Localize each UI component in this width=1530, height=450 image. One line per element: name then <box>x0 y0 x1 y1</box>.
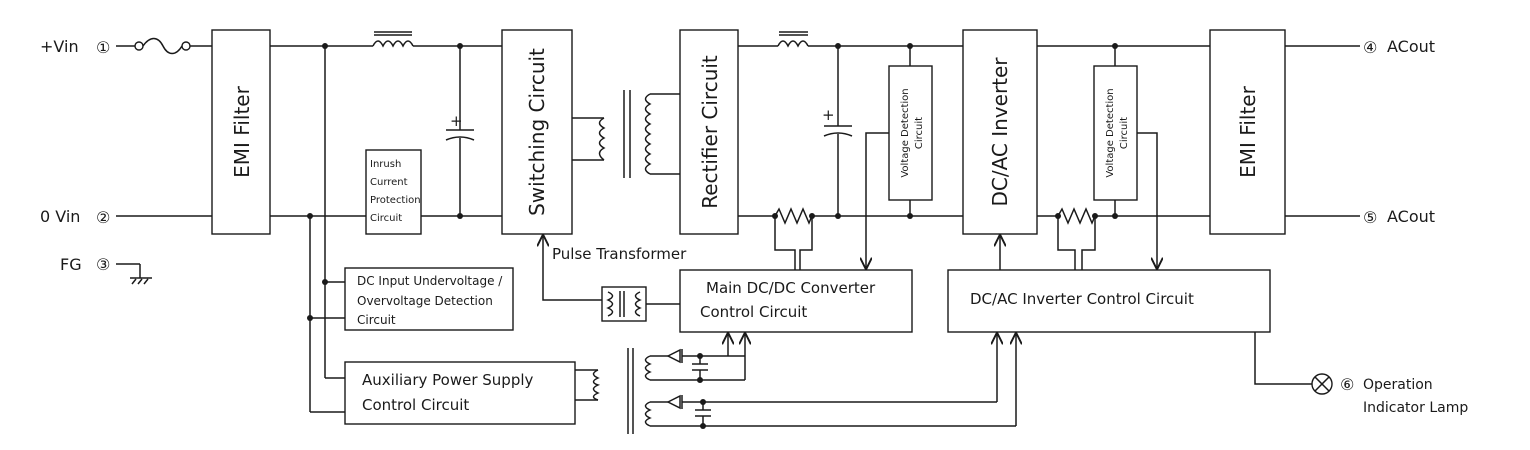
rectifier-circuit-label: Rectifier Circuit <box>698 55 722 209</box>
diode-icon <box>666 394 681 410</box>
emi-filter-output-label: EMI Filter <box>1236 85 1260 177</box>
inductor-icon <box>372 40 414 48</box>
inverter-control-block: DC/AC Inverter Control Circuit <box>947 269 1271 333</box>
fg-number: ③ <box>96 255 110 274</box>
terminal-acout-bottom: ⑤ ACout <box>1363 207 1435 227</box>
svg-text:Inrush: Inrush <box>370 159 401 170</box>
svg-text:Overvoltage Detection: Overvoltage Detection <box>357 294 493 308</box>
svg-text:Auxiliary Power Supply: Auxiliary Power Supply <box>362 371 534 389</box>
top-rail <box>116 31 1360 55</box>
lamp-label-line1: Operation <box>1363 377 1433 393</box>
emi-filter-input-block: EMI Filter <box>211 29 271 235</box>
svg-text:Circuit: Circuit <box>914 117 925 149</box>
svg-text:Current: Current <box>370 177 408 188</box>
switching-circuit-label: Switching Circuit <box>525 48 549 216</box>
output-capacitor: + <box>822 46 853 216</box>
vdet2-wiring <box>1000 43 1157 270</box>
acout-top-number: ④ <box>1363 38 1377 57</box>
vin-zero-number: ② <box>96 208 110 227</box>
transformer-primary-icon <box>598 117 606 161</box>
svg-text:DC Input Undervoltage /: DC Input Undervoltage / <box>357 274 503 288</box>
inrush-current-protection-block: Inrush Current Protection Circuit <box>365 149 422 235</box>
svg-text:+: + <box>450 112 463 130</box>
resistor-icon <box>774 207 813 225</box>
svg-text:Control Circuit: Control Circuit <box>362 396 469 414</box>
vdet1-wiring <box>772 43 913 270</box>
svg-text:+: + <box>822 106 835 124</box>
aux-transformer <box>575 334 1016 434</box>
voltage-detection-circuit-1: Voltage Detection Circuit <box>888 65 933 201</box>
operation-indicator-lamp: ⑥ Operation Indicator Lamp <box>1254 332 1468 416</box>
acout-bottom-number: ⑤ <box>1363 208 1377 227</box>
terminal-vin-plus: +Vin ① <box>40 37 110 57</box>
transformer-secondary-icon <box>644 93 652 175</box>
vin-zero-label: 0 Vin <box>40 207 80 226</box>
fg-label: FG <box>60 255 82 274</box>
dcac-inverter-label: DC/AC Inverter <box>988 57 1012 207</box>
acout-top-label: ACout <box>1387 37 1435 56</box>
input-capacitor: + <box>445 46 475 216</box>
emi-filter-input-label: EMI Filter <box>230 85 254 177</box>
svg-text:Voltage Detection: Voltage Detection <box>1105 88 1116 177</box>
dcac-inverter-block: DC/AC Inverter <box>962 29 1038 235</box>
vin-plus-number: ① <box>96 38 110 57</box>
svg-text:Main DC/DC Converter: Main DC/DC Converter <box>706 279 876 297</box>
dc-input-detection-block: DC Input Undervoltage / Overvoltage Dete… <box>344 267 514 331</box>
fuse-icon <box>134 41 144 51</box>
lamp-number: ⑥ <box>1340 375 1354 394</box>
emi-filter-output-block: EMI Filter <box>1209 29 1286 235</box>
auxiliary-power-supply-block: Auxiliary Power Supply Control Circuit <box>344 361 576 425</box>
svg-text:Voltage Detection: Voltage Detection <box>900 88 911 177</box>
acout-bottom-label: ACout <box>1387 207 1435 226</box>
input-wiring <box>307 43 463 413</box>
svg-text:Circuit: Circuit <box>357 313 396 327</box>
pulse-transformer-label: Pulse Transformer <box>552 245 687 263</box>
vin-plus-label: +Vin <box>40 37 79 56</box>
aux-transformer-primary-icon <box>592 369 601 401</box>
resistor-icon <box>1057 207 1096 225</box>
rectifier-circuit-block: Rectifier Circuit <box>679 29 739 235</box>
terminal-fg: FG ③ <box>60 255 152 285</box>
main-dcdc-control-block: Main DC/DC Converter Control Circuit <box>679 269 913 333</box>
svg-text:Control Circuit: Control Circuit <box>700 303 807 321</box>
switching-circuit-block: Switching Circuit <box>501 29 573 235</box>
inductor-icon <box>777 40 809 48</box>
terminal-acout-top: ④ ACout <box>1363 37 1435 57</box>
svg-text:Protection: Protection <box>370 195 421 206</box>
diode-icon <box>666 348 681 364</box>
main-transformer <box>572 90 680 178</box>
svg-text:DC/AC Inverter Control Circuit: DC/AC Inverter Control Circuit <box>970 290 1194 308</box>
pulse-transformer: Pulse Transformer <box>543 236 687 322</box>
terminal-vin-zero: 0 Vin ② <box>40 207 110 227</box>
svg-text:Circuit: Circuit <box>1119 117 1130 149</box>
svg-text:Circuit: Circuit <box>370 213 402 224</box>
lamp-label-line2: Indicator Lamp <box>1363 400 1468 416</box>
voltage-detection-circuit-2: Voltage Detection Circuit <box>1093 65 1138 201</box>
